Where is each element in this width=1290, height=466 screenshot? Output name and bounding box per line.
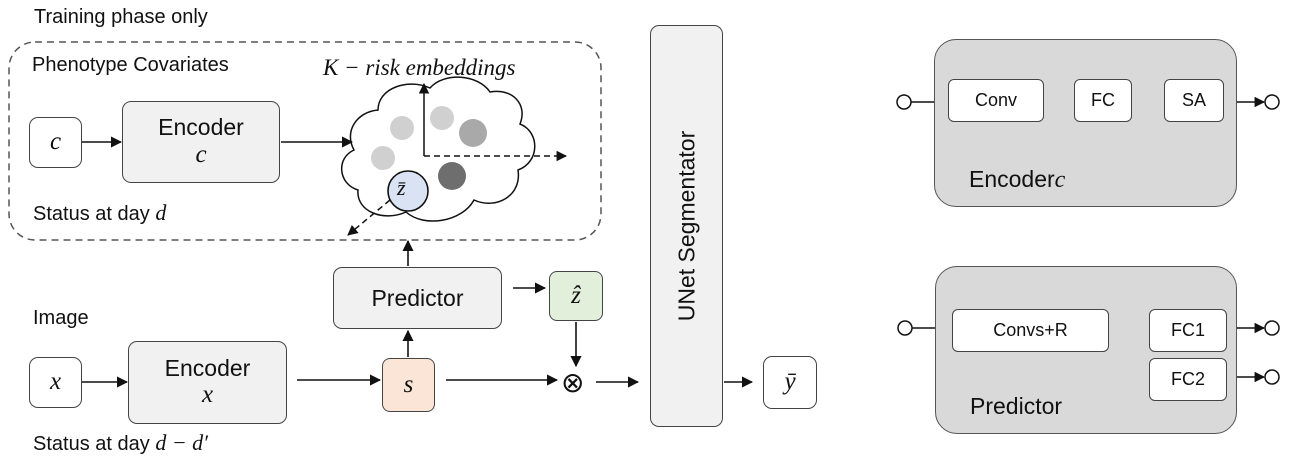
training-phase-region <box>8 41 602 241</box>
predictor-panel-fc1: FC1 <box>1149 309 1227 352</box>
predictor-panel-output-node-1 <box>1264 320 1280 336</box>
unet-label: UNet Segmentator <box>673 130 699 322</box>
embedding-point <box>390 116 414 140</box>
x-input-symbol: x <box>49 368 62 396</box>
s-box: s <box>382 358 435 412</box>
encoder-panel-conv: Conv <box>948 79 1044 122</box>
encoder-panel-title-var: c <box>1054 167 1066 193</box>
z-hat-symbol: ẑ <box>571 281 581 309</box>
predictor-panel-fc2: FC2 <box>1149 358 1227 401</box>
encoder-panel-output-node <box>1264 94 1280 110</box>
encoder-panel-input-node <box>896 94 912 110</box>
encoder-c-title: Encoder <box>158 114 244 141</box>
c-input-symbol: c <box>49 128 62 156</box>
encoder-x-title: Encoder <box>164 354 251 381</box>
predictor-panel-input-node <box>897 320 913 336</box>
z-bar-label: z̄ <box>397 175 406 200</box>
encoder-detail-panel <box>934 39 1237 207</box>
embedding-point <box>438 162 466 190</box>
encoder-panel-fc: FC <box>1074 79 1132 122</box>
encoder-panel-sa: SA <box>1164 79 1224 122</box>
c-input-box: c <box>29 117 82 168</box>
predictor-block: Predictor <box>333 267 502 329</box>
status-bottom-text: Status at day <box>33 433 150 455</box>
z-bar-circle <box>387 170 429 212</box>
status-top-label: Status at day d <box>33 200 166 226</box>
embedding-point <box>430 106 454 130</box>
y-bar-box: ȳ <box>763 356 817 409</box>
z-hat-box: ẑ <box>549 271 603 321</box>
status-bottom-var: d − d′ <box>155 430 208 455</box>
predictor-panel-convs: Convs+R <box>952 309 1109 352</box>
predictor-title: Predictor <box>371 284 464 311</box>
x-input-box: x <box>29 357 82 408</box>
status-top-text: Status at day <box>33 203 150 225</box>
status-bottom-label: Status at day d − d′ <box>33 430 208 456</box>
encoder-panel-title-text: Encoder <box>969 166 1055 192</box>
encoder-x-block: Encoder x <box>128 341 287 424</box>
unet-segmentator-block: UNet Segmentator <box>650 25 723 427</box>
status-top-var: d <box>155 200 167 225</box>
encoder-x-var: x <box>201 381 214 409</box>
embedding-axis-z <box>347 199 391 236</box>
image-label: Image <box>33 307 89 329</box>
encoder-c-block: Encoder c <box>122 101 280 183</box>
training-phase-label: Training phase only <box>34 6 208 28</box>
embedding-point <box>459 119 487 147</box>
s-symbol: s <box>403 370 414 398</box>
encoder-panel-title: Encoderc <box>969 166 1065 194</box>
phenotype-covariates-label: Phenotype Covariates <box>32 54 229 76</box>
embedding-cloud <box>340 76 536 222</box>
predictor-panel-output-node-2 <box>1264 369 1280 385</box>
otimes-symbol: ⊗ <box>561 366 585 399</box>
k-risk-embeddings-label: K − risk embeddings <box>323 55 516 80</box>
predictor-panel-title: Predictor <box>970 393 1063 419</box>
encoder-c-var: c <box>195 140 207 168</box>
embedding-point <box>371 146 395 170</box>
y-bar-symbol: ȳ <box>784 368 796 396</box>
